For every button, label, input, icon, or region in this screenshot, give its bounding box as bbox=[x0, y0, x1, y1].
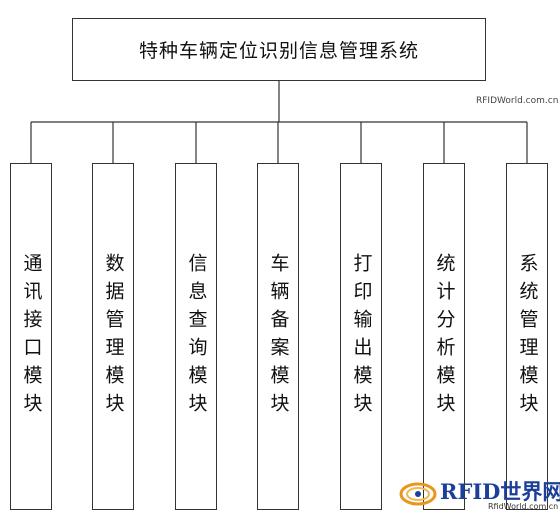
rfid-logo-icon bbox=[399, 482, 437, 506]
watermark-url: RfidWorld.com.cn bbox=[488, 502, 559, 511]
module-label: 车辆备案模块 bbox=[267, 252, 290, 421]
root-node: 特种车辆定位识别信息管理系统 bbox=[72, 18, 486, 81]
module-label: 通讯接口模块 bbox=[20, 252, 43, 421]
module-label: 打印输出模块 bbox=[350, 252, 373, 421]
watermark-logo-text: RFID世界网 bbox=[440, 479, 560, 504]
module-label: 系统管理模块 bbox=[516, 252, 539, 421]
module-node-vehicle-registration: 车辆备案模块 bbox=[257, 163, 299, 510]
module-node-communication: 通讯接口模块 bbox=[10, 163, 52, 510]
module-node-system-management: 系统管理模块 bbox=[506, 163, 548, 510]
watermark-logo: RFID世界网 RfidWorld.com.cn bbox=[398, 470, 560, 516]
module-label: 信息查询模块 bbox=[185, 252, 208, 421]
corner-watermark-text: RFIDWorld.com.cn bbox=[476, 96, 559, 106]
module-label: 统计分析模块 bbox=[433, 252, 456, 421]
root-node-label: 特种车辆定位识别信息管理系统 bbox=[138, 40, 419, 62]
module-node-print-output: 打印输出模块 bbox=[340, 163, 382, 510]
module-node-data-management: 数据管理模块 bbox=[92, 163, 134, 510]
module-node-info-query: 信息查询模块 bbox=[175, 163, 217, 510]
module-label: 数据管理模块 bbox=[102, 252, 125, 421]
module-node-statistics: 统计分析模块 bbox=[423, 163, 465, 510]
